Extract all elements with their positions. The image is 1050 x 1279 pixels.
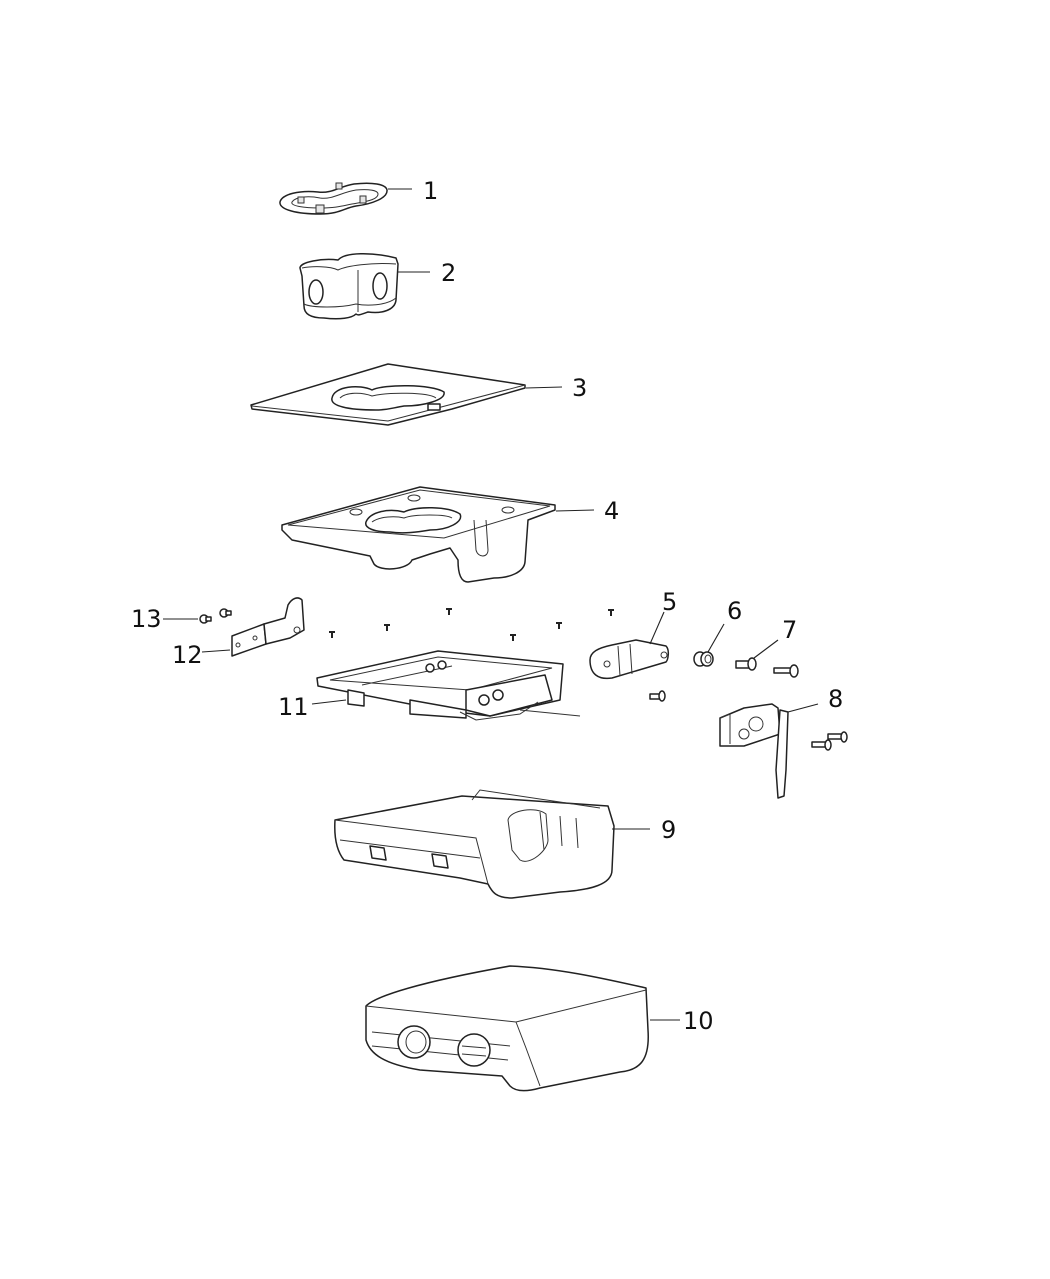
part-9-console-base <box>334 789 615 899</box>
callout-8: 8 <box>828 685 844 713</box>
callout-4: 4 <box>604 497 620 525</box>
part-8-latch-with-lever <box>719 703 789 799</box>
callout-2: 2 <box>441 259 457 287</box>
part-7-screw <box>735 657 799 678</box>
callout-3: 3 <box>572 374 588 402</box>
callout-10: 10 <box>683 1007 714 1035</box>
part-5-bracket <box>589 639 670 680</box>
callout-5: 5 <box>662 588 678 616</box>
part-1-cup-holder-ring <box>279 182 388 215</box>
part-6-nut <box>693 651 714 667</box>
part-4-console-top-bezel <box>281 486 556 583</box>
part-10-armrest-lid <box>365 965 649 1092</box>
screws-near-8 <box>811 731 848 751</box>
callout-6: 6 <box>727 597 743 625</box>
part-2-cup-holder-insert <box>299 253 399 320</box>
part-11-frame-slide-assembly <box>316 650 581 721</box>
callout-7: 7 <box>782 616 798 644</box>
part-13-rivet-screw <box>199 608 232 624</box>
screw-small <box>649 690 666 702</box>
callout-9: 9 <box>661 816 677 844</box>
part-12-hinge-bracket <box>231 597 305 657</box>
pins <box>329 608 614 641</box>
part-3-mat-liner <box>250 363 526 426</box>
callout-1: 1 <box>423 177 439 205</box>
callout-13: 13 <box>131 605 162 633</box>
callout-12: 12 <box>172 641 203 669</box>
callout-11: 11 <box>278 693 309 721</box>
